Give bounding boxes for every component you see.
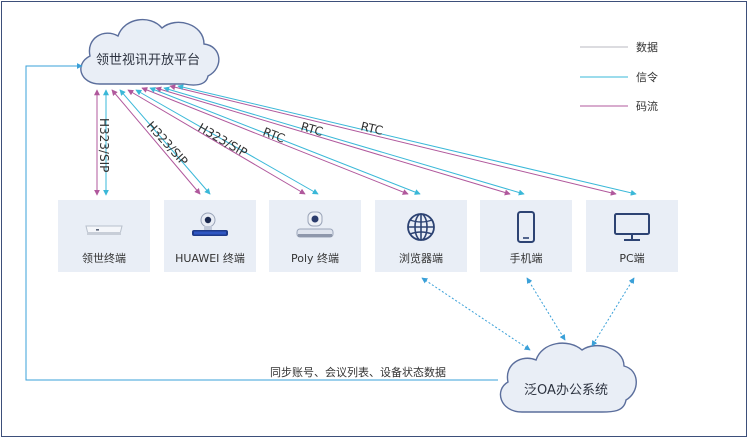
endpoint-label: 手机端 bbox=[509, 252, 543, 265]
platform-label: 领世视讯开放平台 bbox=[96, 53, 200, 68]
data-link-browser-oa bbox=[421, 277, 531, 351]
signal-link-pc bbox=[177, 84, 637, 196]
signal-link-browser bbox=[149, 87, 421, 195]
endpoint-card-browser: 浏览器端 bbox=[375, 200, 467, 272]
oa-system-cloud: 泛OA办公系统 bbox=[499, 342, 637, 413]
protocol-label-mobile: RTC bbox=[299, 119, 324, 139]
legend-signaling-label: 信令 bbox=[636, 70, 658, 84]
endpoint-card-mobile: 手机端 bbox=[480, 200, 572, 272]
platform-endpoint-links bbox=[94, 84, 637, 196]
legend-data-label: 数据 bbox=[636, 40, 658, 54]
protocol-label-browser: RTC bbox=[261, 125, 287, 146]
endpoint-label: 领世终端 bbox=[82, 252, 126, 265]
protocol-label-huawei: H323/SIP bbox=[144, 119, 191, 169]
endpoint-card-terminal: 领世终端 bbox=[58, 200, 150, 272]
stream-link-mobile bbox=[155, 86, 511, 196]
platform-cloud: 领世视讯开放平台 bbox=[80, 18, 220, 86]
protocol-label-terminal: H323/SIP bbox=[97, 118, 111, 172]
data-link-pc-oa bbox=[591, 277, 635, 347]
endpoint-card-pc: PC端 bbox=[586, 200, 678, 272]
endpoint-label: 浏览器端 bbox=[399, 252, 443, 265]
endpoint-oa-links bbox=[421, 277, 635, 351]
endpoint-card-huawei: HUAWEI 终端 bbox=[164, 200, 256, 272]
terminal-device-icon bbox=[85, 225, 123, 235]
video-conference-camera-icon bbox=[192, 212, 228, 236]
globe-icon bbox=[407, 213, 435, 241]
endpoint-label: PC端 bbox=[619, 252, 645, 265]
oa-system-label: 泛OA办公系统 bbox=[524, 383, 608, 398]
protocol-label-pc: RTC bbox=[359, 119, 384, 138]
protocol-labels: H323/SIP H323/SIP H323/SIP RTC RTC RTC bbox=[97, 118, 384, 172]
legend-stream-label: 码流 bbox=[636, 99, 658, 113]
video-conference-camera-icon bbox=[296, 211, 334, 238]
endpoint-label: HUAWEI 终端 bbox=[175, 252, 245, 265]
legend: 数据 信令 码流 bbox=[580, 40, 658, 113]
monitor-icon bbox=[614, 213, 650, 241]
sync-data-line bbox=[25, 63, 498, 381]
sync-description: 同步账号、会议列表、设备状态数据 bbox=[270, 366, 446, 379]
sync-link bbox=[25, 63, 498, 381]
mobile-phone-icon bbox=[517, 211, 535, 243]
protocol-label-poly: H323/SIP bbox=[196, 120, 250, 159]
endpoint-label: Poly 终端 bbox=[290, 252, 340, 265]
endpoint-card-poly: Poly 终端 bbox=[269, 200, 361, 272]
data-link-mobile-oa bbox=[526, 277, 566, 341]
